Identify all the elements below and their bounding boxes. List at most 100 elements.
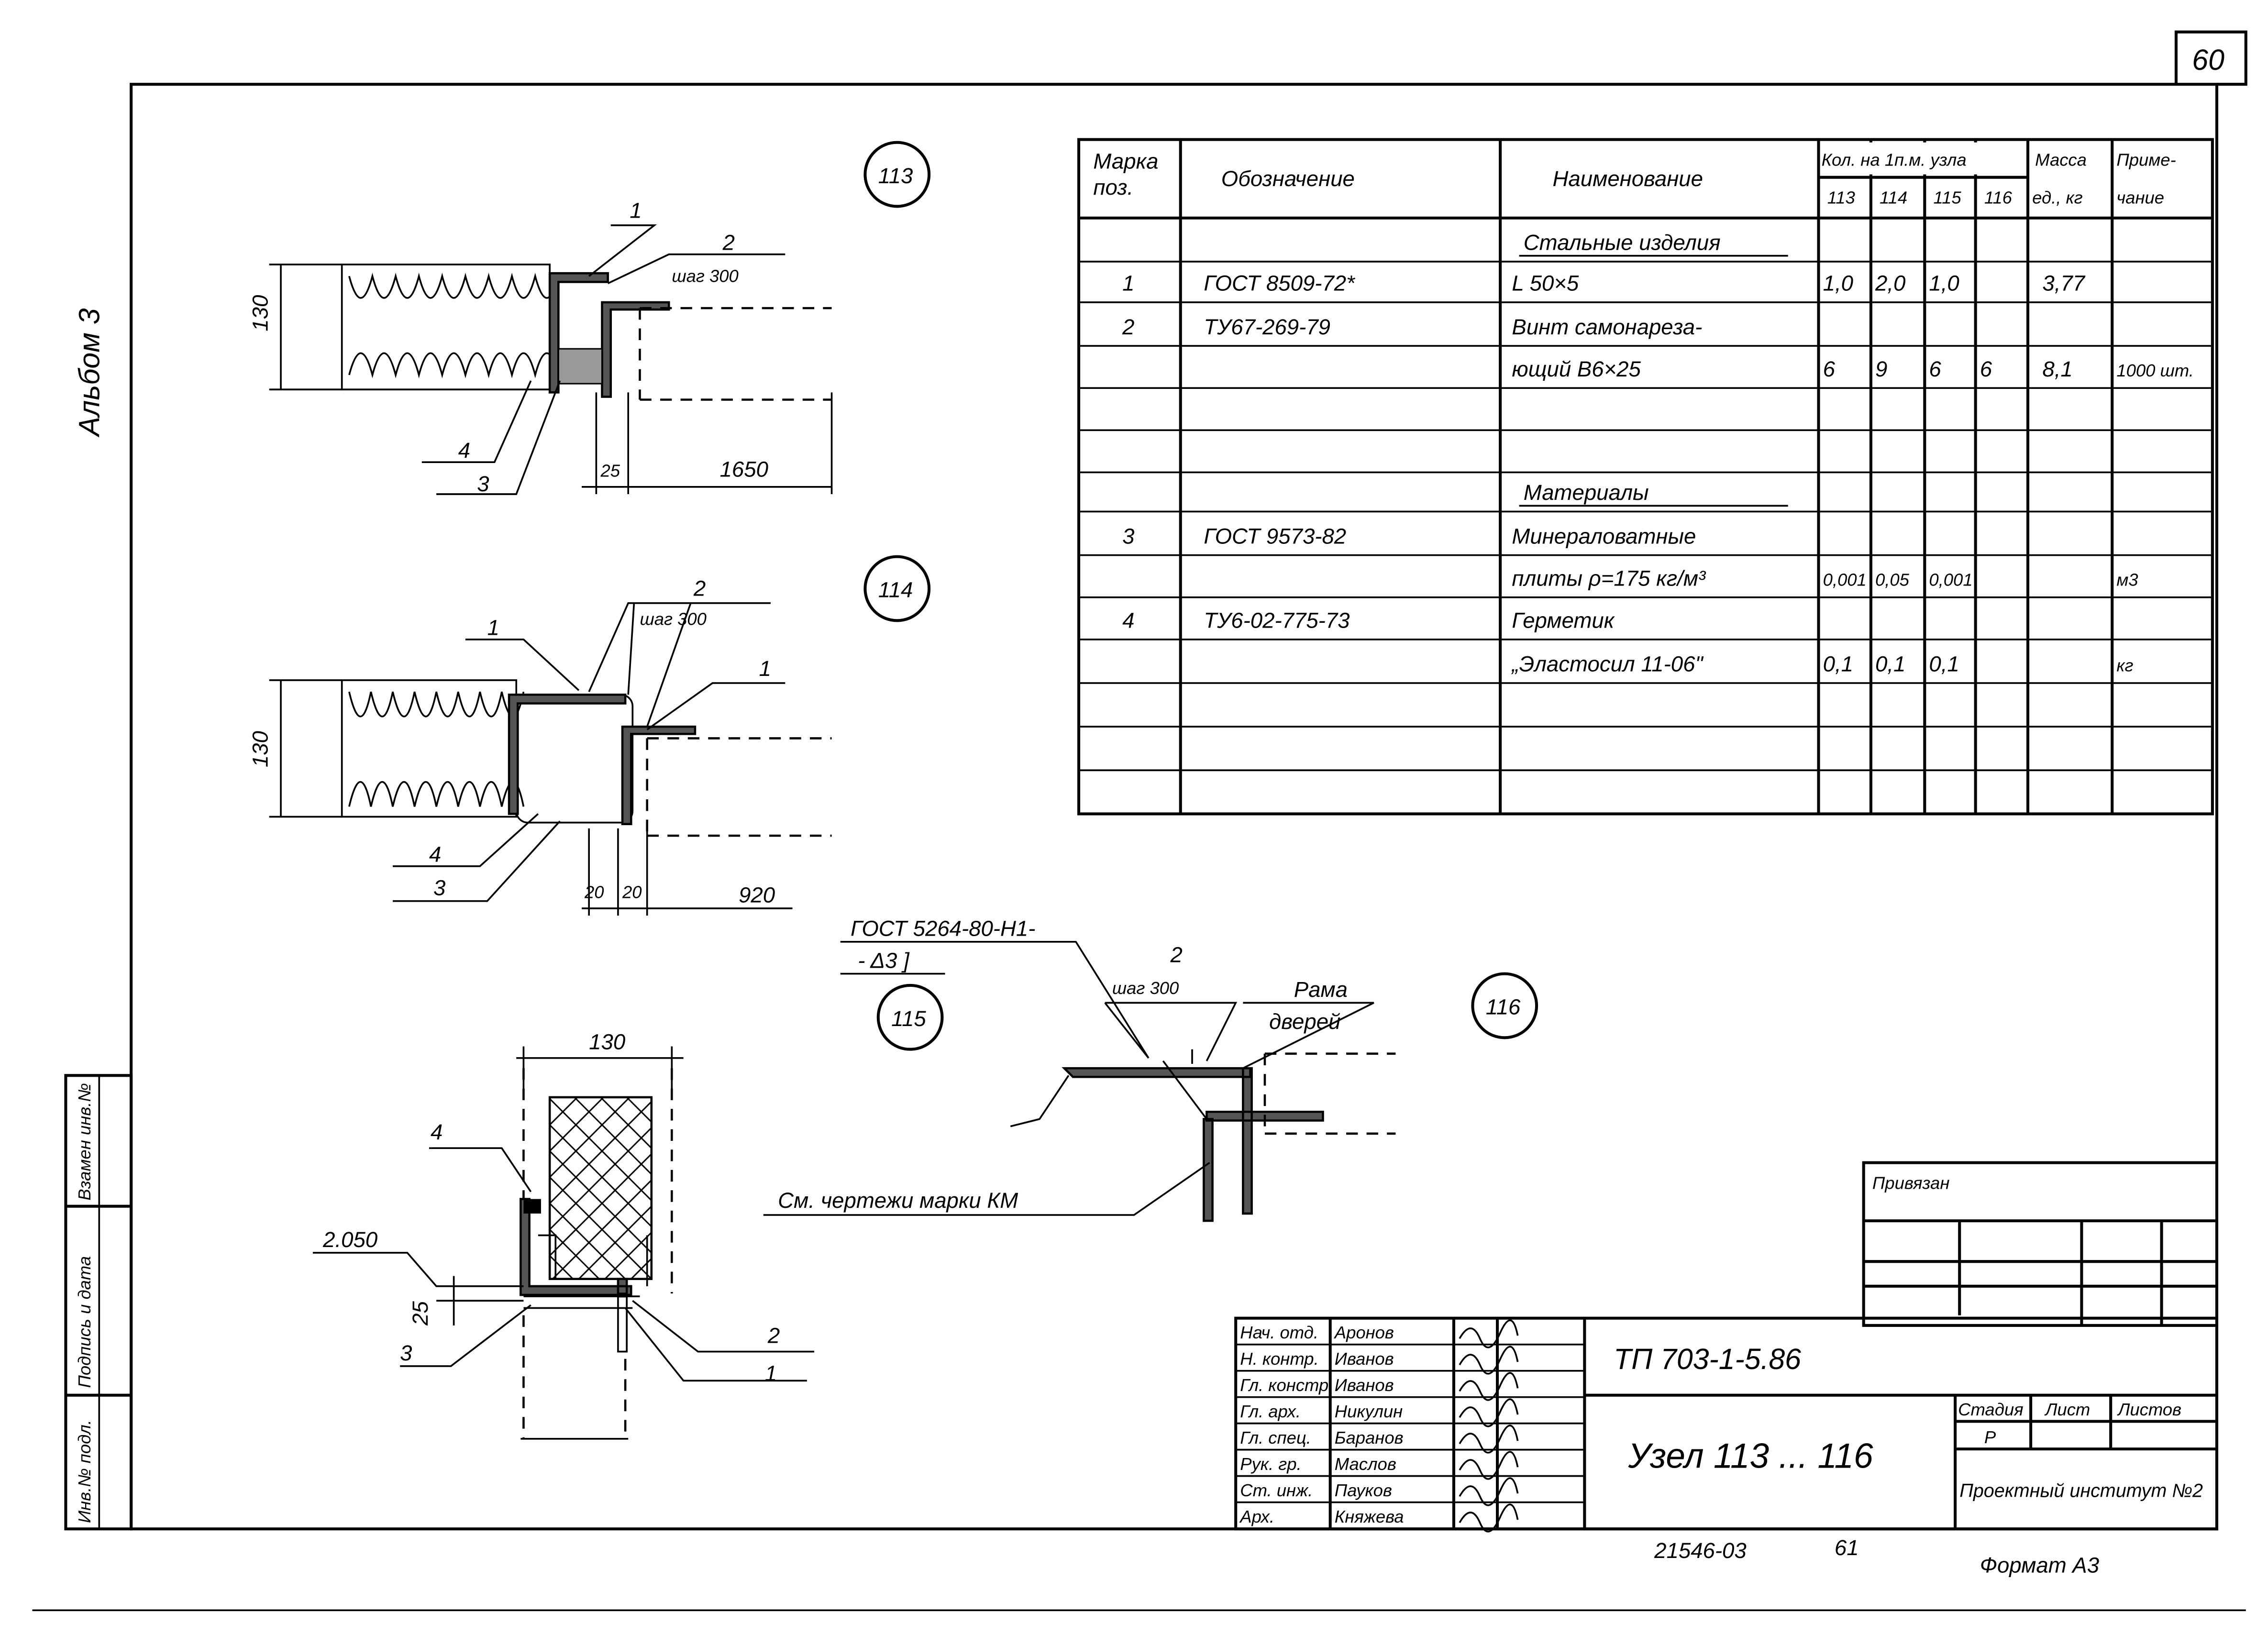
row-qty-115: 0,001 — [1929, 570, 1972, 589]
strip-sign-date: Подпись и дата — [75, 1256, 94, 1388]
row-mark: 2 — [1122, 315, 1134, 339]
row-designation: ТУ67-269-79 — [1204, 315, 1330, 339]
node-113-id: 113 — [878, 164, 913, 188]
bottom-code: 21546-03 — [1654, 1538, 1747, 1563]
sheets-label: Листов — [2117, 1400, 2181, 1419]
node-114-detail: 114 130 20 20 920 2 шаг 300 1 1 4 3 — [248, 555, 931, 916]
node-113-label-4: 4 — [458, 438, 470, 463]
node-113-detail: 113 130 25 1650 1 2 шаг 300 4 3 — [248, 141, 931, 496]
row-qty-115: 1,0 — [1929, 271, 1959, 296]
header-note: Приме- — [2116, 150, 2176, 169]
node-115-weld-leg: - Δ3 ] — [858, 948, 910, 972]
row-qty-116: 6 — [1980, 357, 1992, 381]
node-114-label-3: 3 — [433, 876, 445, 900]
signature — [1459, 1319, 1519, 1348]
row-mark: 4 — [1122, 608, 1134, 633]
staff-role: Гл. констр. — [1240, 1375, 1333, 1395]
staff-name: Маслов — [1335, 1454, 1396, 1474]
row-designation: ГОСТ 9573-82 — [1204, 524, 1346, 548]
header-qty-115: 115 — [1934, 188, 1962, 207]
node-115-label-4: 4 — [431, 1120, 443, 1144]
row-name: Герметик — [1512, 608, 1615, 633]
signature — [1459, 1503, 1519, 1533]
node-114-dim-height: 130 — [248, 731, 273, 767]
node-113-label-2: 2 — [722, 231, 735, 255]
section-heading: Материалы — [1524, 480, 1649, 505]
node-115-dim-width: 130 — [589, 1030, 625, 1054]
header-mark: Марка — [1093, 149, 1158, 173]
stage-label: Стадия — [1958, 1400, 2023, 1419]
staff-name: Иванов — [1335, 1349, 1394, 1369]
node-116-id: 116 — [1486, 995, 1521, 1019]
node-116-frame-1: Рама — [1294, 977, 1348, 1002]
staff-role: Арх. — [1239, 1507, 1274, 1526]
row-mass: 3,77 — [2042, 271, 2085, 296]
node-113-dim-height: 130 — [248, 295, 273, 331]
row-qty-113: 1,0 — [1823, 271, 1853, 296]
row-qty-114: 2,0 — [1875, 271, 1905, 296]
staff-role: Н. контр. — [1240, 1349, 1318, 1369]
row-mark: 3 — [1122, 524, 1134, 548]
row-mark: 1 — [1122, 271, 1134, 296]
page-number: 60 — [2192, 44, 2224, 76]
node-115-label-2: 2 — [767, 1323, 780, 1348]
node-114-label-1a: 1 — [487, 616, 499, 640]
staff-name: Пауков — [1335, 1480, 1392, 1500]
row-name: „Эластосил 11-06" — [1511, 652, 1704, 676]
strip-replace-inv: Взамен инв.№ — [75, 1083, 94, 1200]
signature — [1459, 1398, 1519, 1427]
node-113-label-1: 1 — [630, 199, 642, 223]
row-name: L 50×5 — [1512, 271, 1579, 296]
header-mark-pos: поз. — [1093, 175, 1133, 199]
stage-value: Р — [1984, 1427, 1996, 1447]
staff-role: Нач. отд. — [1240, 1323, 1318, 1342]
signature — [1459, 1477, 1519, 1506]
node-115-label-1: 1 — [765, 1361, 777, 1385]
section-heading: Стальные изделия — [1524, 231, 1721, 255]
header-qty-114: 114 — [1880, 188, 1907, 207]
header-qty: Кол. на 1п.м. узла — [1822, 150, 1967, 169]
staff-name: Иванов — [1335, 1375, 1394, 1395]
row-name: Винт самонареза- — [1512, 315, 1702, 339]
format-label: Формат А3 — [1980, 1553, 2099, 1577]
album-label: Альбом 3 — [73, 308, 105, 437]
node-114-dim-b: 20 — [622, 883, 642, 902]
staff-name: Аронов — [1334, 1323, 1394, 1342]
staff-name: Никулин — [1335, 1402, 1403, 1421]
node-113-label-3: 3 — [477, 472, 489, 496]
signature — [1459, 1346, 1519, 1375]
staff-role: Гл. арх. — [1240, 1402, 1301, 1421]
see-km-drawings-note: См. чертежи марки КМ — [778, 1188, 1018, 1213]
node-116-label-2: 2 — [1170, 942, 1182, 967]
node-113-dim-a: 25 — [600, 461, 620, 481]
row-qty-113: 0,001 — [1823, 570, 1867, 589]
row-name: ющий В6×25 — [1512, 357, 1641, 381]
row-qty-114: 9 — [1875, 357, 1887, 381]
node-114-dim-a: 20 — [584, 883, 604, 902]
node-115-level: 2.050 — [322, 1227, 377, 1252]
header-note-2: чание — [2116, 188, 2164, 207]
node-114-step: шаг 300 — [640, 609, 707, 629]
staff-role: Рук. гр. — [1240, 1454, 1301, 1474]
staff-name: Княжева — [1335, 1507, 1404, 1526]
node-115-label-3: 3 — [400, 1341, 412, 1365]
header-qty-113: 113 — [1827, 188, 1855, 207]
node-115-weld-spec: ГОСТ 5264-80-Н1- — [851, 917, 1035, 941]
header-qty-116: 116 — [1984, 188, 2013, 207]
staff-role: Ст. инж. — [1240, 1480, 1313, 1500]
header-mass-unit: ед., кг — [2032, 188, 2083, 207]
page-number-box — [2174, 30, 2247, 86]
node-116-step: шаг 300 — [1112, 978, 1179, 998]
row-qty-113: 0,1 — [1823, 652, 1853, 676]
row-name: Минераловатные — [1512, 524, 1696, 548]
side-strip: Инв.№ подл. Подпись и дата Взамен инв.№ — [64, 1074, 133, 1531]
node-114-label-4: 4 — [429, 842, 441, 867]
organization: Проектный институт №2 — [1959, 1480, 2203, 1501]
node-114-label-1b: 1 — [759, 656, 771, 681]
signature — [1459, 1451, 1519, 1480]
node-115-id: 115 — [891, 1006, 926, 1031]
header-mass: Масса — [2035, 150, 2087, 169]
node-114-dim-c: 920 — [739, 883, 775, 907]
node-114-id: 114 — [878, 578, 913, 602]
